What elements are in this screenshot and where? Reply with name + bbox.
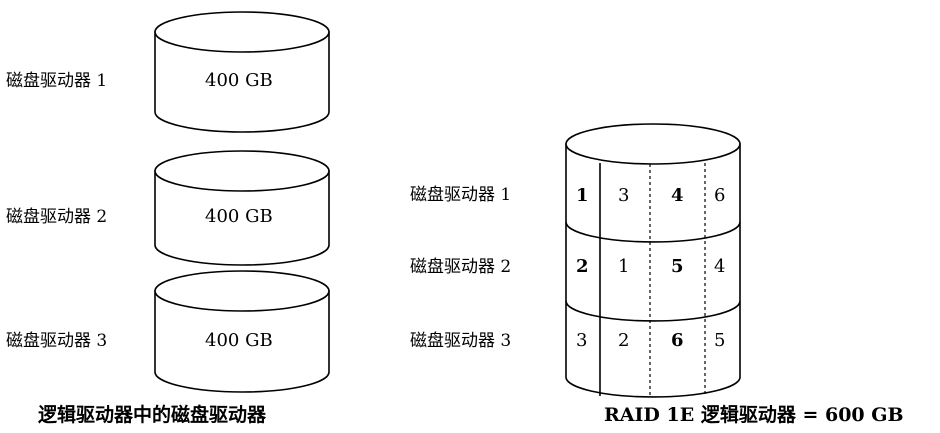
- raid-cylinder: [565, 123, 741, 398]
- raid-cell: 5: [714, 330, 725, 351]
- raid-cell: 2: [618, 330, 629, 351]
- raid-cell: 6: [714, 185, 725, 206]
- raid-row-2-label: 磁盘驱动器 2: [410, 257, 511, 277]
- disk-2-label: 磁盘驱动器 2: [6, 207, 107, 227]
- disk-1-label: 磁盘驱动器 1: [6, 71, 107, 91]
- disk-3-label: 磁盘驱动器 3: [6, 331, 107, 351]
- raid-cell: 3: [576, 330, 587, 351]
- disk-2-capacity: 400 GB: [205, 206, 273, 227]
- raid-cell: 4: [671, 185, 684, 206]
- raid-cell: 5: [671, 256, 684, 277]
- right-caption: RAID 1E 逻辑驱动器 = 600 GB: [604, 403, 904, 426]
- raid-cell: 3: [618, 185, 629, 206]
- disk-cylinder-1: [154, 11, 330, 133]
- disk-cylinder-2: [154, 150, 330, 266]
- raid-cell: 2: [576, 256, 589, 277]
- left-caption: 逻辑驱动器中的磁盘驱动器: [38, 403, 267, 426]
- raid-row-1-label: 磁盘驱动器 1: [410, 185, 511, 205]
- disk-cylinder-3: [154, 270, 330, 393]
- raid-cell: 4: [714, 256, 725, 277]
- raid-row-3-label: 磁盘驱动器 3: [410, 331, 511, 351]
- raid-cell: 1: [576, 185, 589, 206]
- raid-cell: 1: [618, 256, 629, 277]
- disk-1-capacity: 400 GB: [205, 70, 273, 91]
- raid-cell: 6: [671, 330, 684, 351]
- disk-3-capacity: 400 GB: [205, 330, 273, 351]
